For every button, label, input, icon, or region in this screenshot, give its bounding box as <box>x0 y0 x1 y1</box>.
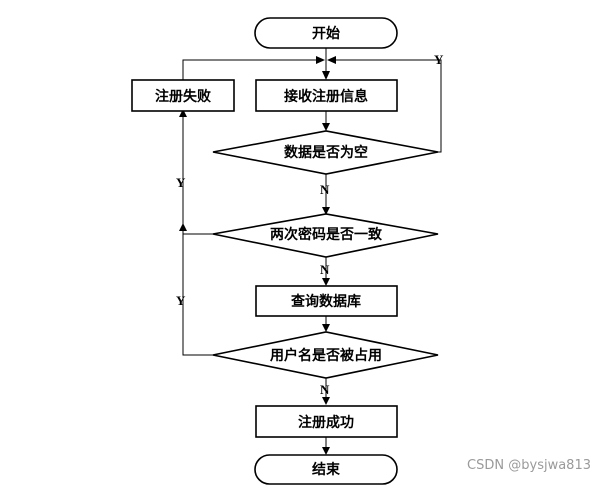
arrowhead-query-to-username <box>322 324 330 332</box>
end-label: 结束 <box>312 461 341 478</box>
branch-label-empty-yes: Y <box>434 52 444 67</box>
edge-fail-to-top <box>182 59 322 80</box>
edge-username-yes <box>182 226 213 356</box>
fail-box <box>131 79 235 112</box>
branch-label-empty-no: N <box>320 182 330 197</box>
edge-empty-yes-loop <box>330 59 442 153</box>
arrowhead-fail-to-top <box>316 56 325 64</box>
branch-label-username-yes: Y <box>176 293 186 308</box>
query-db-label: 查询数据库 <box>291 293 361 310</box>
success-label: 注册成功 <box>298 414 354 431</box>
query-db-box <box>255 285 398 317</box>
empty-check-label: 数据是否为空 <box>284 144 368 161</box>
arrowhead-receive-to-empty <box>322 123 330 131</box>
arrowhead-empty-no <box>322 207 330 215</box>
username-check-label: 用户名是否被占用 <box>270 347 382 364</box>
arrowhead-password-no <box>322 278 330 286</box>
arrowhead-start-to-receive <box>322 71 330 80</box>
start-terminator <box>254 17 398 49</box>
receive-label: 接收注册信息 <box>284 88 368 105</box>
arrowhead-password-yes <box>179 109 187 117</box>
arrowhead-username-yes <box>179 223 187 231</box>
end-terminator <box>254 454 398 485</box>
arrowhead-empty-yes-loop <box>327 56 336 64</box>
password-check-label: 两次密码是否一致 <box>270 226 383 243</box>
success-box <box>255 405 398 438</box>
arrowhead-username-no <box>322 397 330 405</box>
start-label: 开始 <box>312 25 340 42</box>
empty-check-decision <box>212 130 439 175</box>
arrowhead-success-to-end <box>322 447 330 455</box>
fail-label: 注册失败 <box>155 88 212 105</box>
edge-password-yes <box>182 112 213 235</box>
branch-label-password-yes: Y <box>176 175 186 190</box>
password-check-decision <box>212 213 439 258</box>
username-check-decision <box>212 331 439 379</box>
branch-label-username-no: N <box>320 382 330 397</box>
branch-label-password-no: N <box>320 262 330 277</box>
receive-box <box>255 79 398 112</box>
watermark: CSDN @bysjwa813 <box>467 458 591 473</box>
